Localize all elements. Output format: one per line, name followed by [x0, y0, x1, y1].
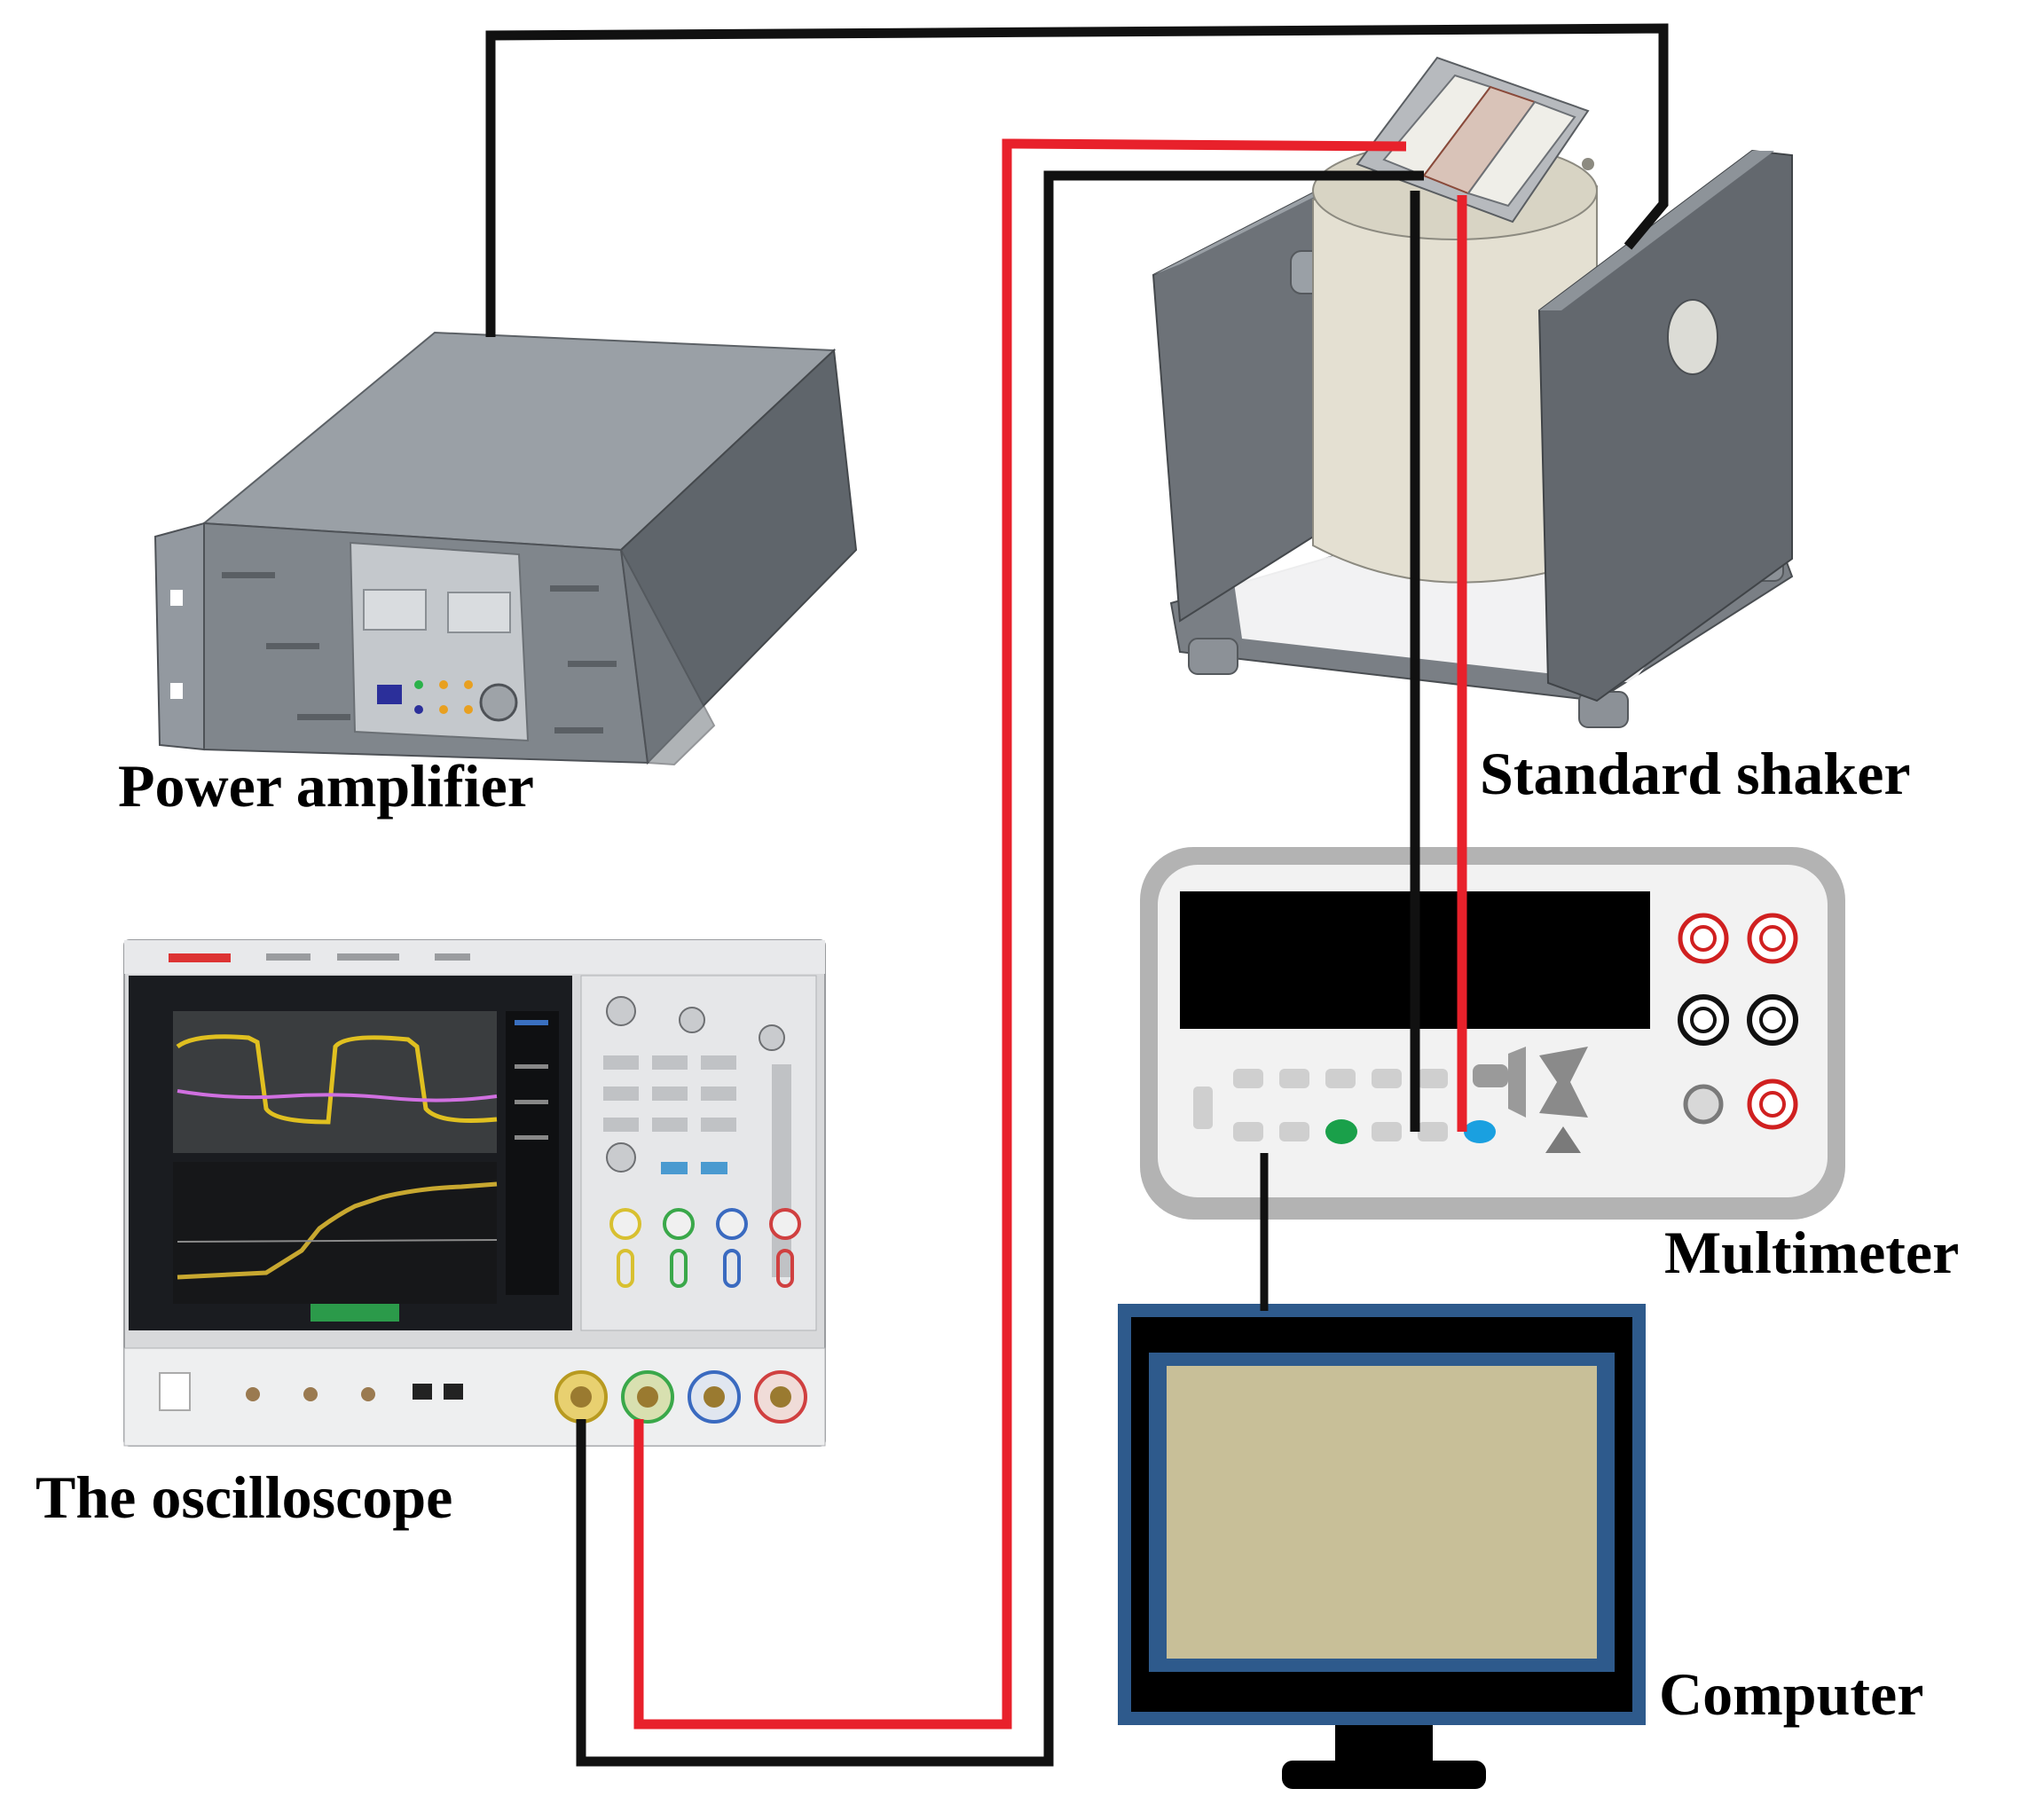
wire-shaker-signal-red [633, 138, 1407, 1730]
computer-screen [1167, 1366, 1597, 1659]
standard-shaker [1152, 56, 1794, 728]
green-button[interactable] [1325, 1119, 1357, 1144]
computer [1118, 1304, 1646, 1789]
power-switch[interactable] [377, 685, 402, 704]
lower-trace [177, 1181, 498, 1280]
oscilloscope [123, 939, 826, 1447]
label-multimeter: Multimeter [1664, 1219, 1960, 1286]
label-computer: Computer [1659, 1660, 1924, 1728]
power-amplifier [153, 331, 858, 766]
trigger-knob[interactable] [679, 1007, 705, 1033]
blue-button[interactable] [1464, 1120, 1496, 1143]
channel-2-knob[interactable] [663, 1208, 695, 1240]
wiring [485, 23, 1669, 1767]
wire-amplifier-to-shaker [485, 23, 1669, 337]
wire-shaker-ground-black [576, 170, 1424, 1767]
computer-stand [1282, 1761, 1486, 1789]
channel-4-knob[interactable] [769, 1208, 801, 1240]
nav-arrows[interactable] [1539, 1047, 1588, 1118]
channel-3-knob[interactable] [716, 1208, 748, 1240]
gain-knob[interactable] [479, 683, 518, 722]
label-power-amplifier: Power amplifier [118, 752, 534, 820]
label-standard-shaker: Standard shaker [1480, 740, 1911, 807]
multimeter [1140, 847, 1845, 1220]
terminal-gray[interactable] [1683, 1084, 1724, 1125]
label-oscilloscope: The oscilloscope [35, 1463, 453, 1531]
horizontal-knob[interactable] [606, 996, 636, 1026]
upper-trace [176, 1034, 498, 1125]
channel-1-knob[interactable] [609, 1208, 641, 1240]
